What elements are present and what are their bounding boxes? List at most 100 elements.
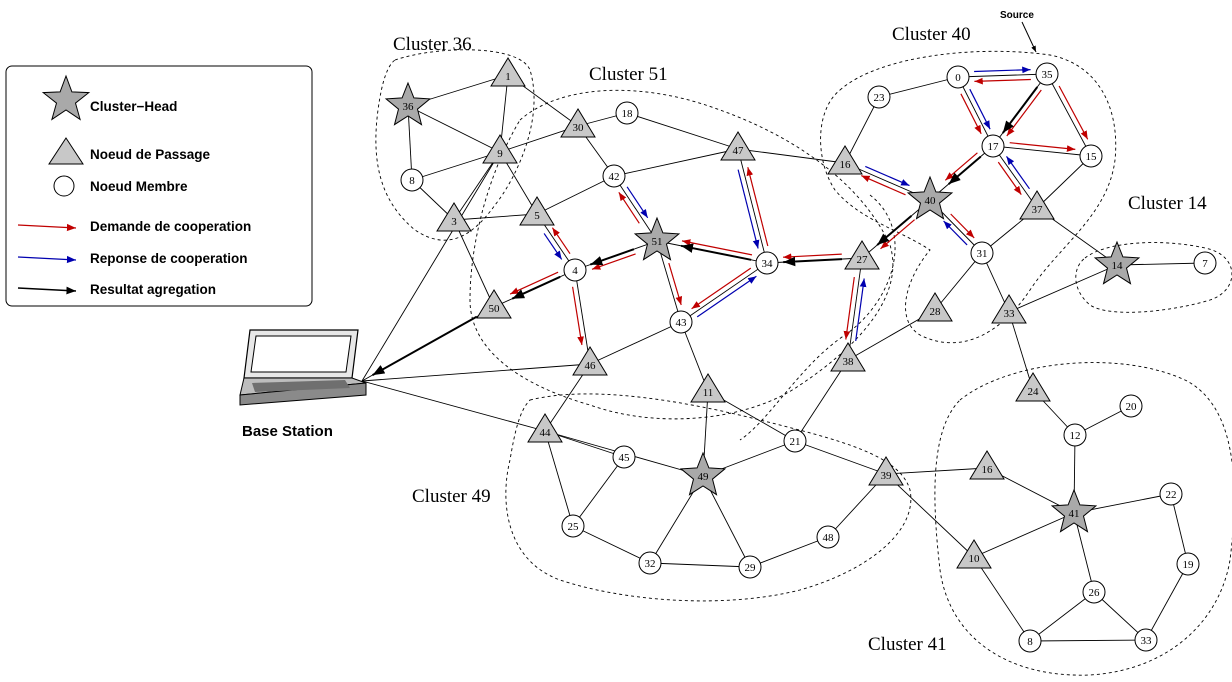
node-label: 16 <box>982 464 994 476</box>
node-label: 9 <box>497 148 503 160</box>
passage-node-shape <box>868 456 904 486</box>
response-arrow-n31-n40 <box>943 220 968 246</box>
node-n4: 4 <box>563 258 587 282</box>
passage-node-shape <box>827 145 863 175</box>
legend-cluster-head: Cluster−Head <box>90 99 177 114</box>
passage-node-shape <box>490 57 526 87</box>
node-label: 35 <box>1042 69 1054 81</box>
node-n9: 9 <box>482 134 518 164</box>
response-arrow-n47-n34 <box>737 169 760 249</box>
response-arrow-n0-n17 <box>969 88 991 130</box>
cluster40-outline <box>820 50 1117 344</box>
node-label: 47 <box>733 145 745 157</box>
member-node-shape <box>1035 62 1059 86</box>
member-node-shape <box>1159 482 1183 506</box>
node-label: 7 <box>1202 258 1208 270</box>
source-pointer <box>1021 21 1037 53</box>
cooperation-arrows <box>372 66 1089 376</box>
member-node-shape <box>602 164 626 188</box>
node-n11: 11 <box>690 373 726 403</box>
node-label: 37 <box>1032 204 1044 216</box>
member-node-shape <box>981 134 1005 158</box>
member-node-shape <box>561 514 585 538</box>
cluster49-label: Cluster 49 <box>412 486 491 507</box>
node-n7: 7 <box>1193 251 1217 275</box>
member-node-shape <box>867 85 891 109</box>
request-arrow-n4-n5 <box>551 227 571 255</box>
edge-n36-n8 <box>407 105 413 181</box>
request-arrow-n40-n31 <box>950 213 975 239</box>
legend-response-arrow <box>17 255 77 264</box>
cluster49-outline <box>505 393 912 602</box>
legend-request: Demande de cooperation <box>90 219 251 234</box>
edge-n47-n16a <box>737 148 846 164</box>
member-node-shape <box>816 525 840 549</box>
node-n34: 34 <box>755 251 779 275</box>
node-n43: 43 <box>669 310 693 334</box>
edge-n23-n16a <box>844 96 880 164</box>
node-label: 40 <box>925 195 937 207</box>
node-n38: 38 <box>830 342 866 372</box>
node-n46: 46 <box>572 346 608 376</box>
edge-n31-n28 <box>934 252 983 311</box>
head-node-shape <box>1050 488 1098 533</box>
edge-n33a-n14 <box>1008 264 1118 313</box>
node-label: 20 <box>1126 401 1138 413</box>
node-n28: 28 <box>917 292 953 322</box>
node-label: 4 <box>572 265 578 277</box>
aggregation-arrow-n50-bs <box>372 315 478 376</box>
node-label: 26 <box>1089 587 1101 599</box>
edge-n21-n39 <box>794 440 887 475</box>
edge-n18-n47 <box>626 112 739 150</box>
edge-n35-n15 <box>1046 73 1092 157</box>
passage-node-shape <box>560 108 596 138</box>
request-arrow-n34-n43 <box>691 267 752 310</box>
passage-node-shape <box>844 240 880 270</box>
legend-box <box>5 65 313 307</box>
node-n12: 12 <box>1063 423 1087 447</box>
node-n19: 19 <box>1176 552 1200 576</box>
request-arrow-n27-n38 <box>843 277 855 340</box>
passage-node-shape <box>572 346 608 376</box>
request-arrow-n40-n27 <box>880 219 915 250</box>
request-arrow-n17-n15 <box>1009 142 1076 152</box>
request-arrow-n34-n51 <box>681 239 753 256</box>
legend-response: Reponse de cooperation <box>90 251 248 266</box>
edge-n32-n29 <box>649 562 751 568</box>
cluster41-outline <box>934 362 1232 676</box>
member-node-shape <box>738 555 762 579</box>
cluster36-label: Cluster 36 <box>393 34 472 55</box>
cluster49-tail <box>739 194 896 441</box>
member-node-shape <box>638 551 662 575</box>
legend-aggregation-arrow <box>17 286 77 295</box>
base-station-label: Base Station <box>242 423 333 440</box>
node-label: 16 <box>840 159 852 171</box>
request-arrow-n17-n40 <box>944 152 978 181</box>
response-arrow-n0-n35 <box>974 66 1031 74</box>
node-label: 33 <box>1004 308 1016 320</box>
node-label: 29 <box>745 562 757 574</box>
edge-n17-n37 <box>992 145 1038 209</box>
passage-node-shape <box>991 294 1027 324</box>
node-n30: 30 <box>560 108 596 138</box>
node-label: 43 <box>676 317 688 329</box>
edge-n33a-n24 <box>1008 311 1034 391</box>
aggregation-arrow-n40-n27 <box>876 215 913 246</box>
aggregation-arrow-n27-n34 <box>783 256 843 267</box>
node-n18: 18 <box>615 101 639 125</box>
head-node-shape <box>679 451 727 496</box>
cluster41-label: Cluster 41 <box>868 634 947 655</box>
node-n41: 41 <box>1050 488 1098 533</box>
edge-n41-n26 <box>1073 512 1095 593</box>
edge-n43-n11 <box>680 321 709 392</box>
edge-n51-n43 <box>656 240 682 323</box>
node-n20: 20 <box>1119 394 1143 418</box>
node-n25: 25 <box>561 514 585 538</box>
node-n10: 10 <box>956 539 992 569</box>
node-label: 39 <box>881 470 893 482</box>
passage-node-shape <box>969 450 1005 480</box>
edge-n19-n33b <box>1145 563 1189 641</box>
response-arrow-n37-n17 <box>1006 156 1030 190</box>
response-arrow-n42-n51 <box>626 186 649 219</box>
